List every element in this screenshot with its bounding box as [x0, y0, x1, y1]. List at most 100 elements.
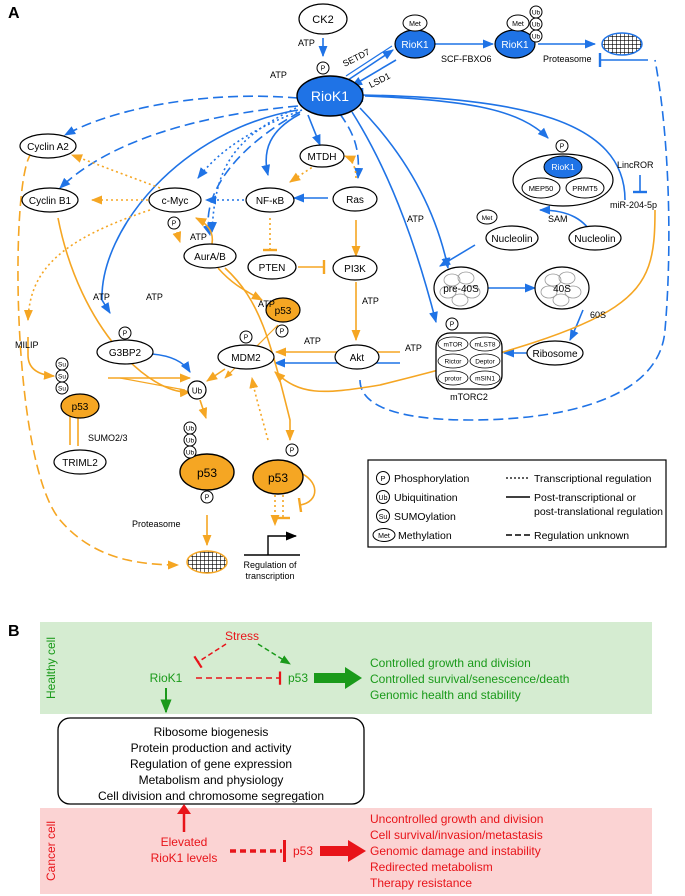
regulation-label-line1: Regulation of	[243, 560, 297, 570]
p-badge: P	[321, 66, 326, 73]
ub-node-center: Ub	[187, 380, 207, 400]
node-mtdh-label: MTDH	[308, 152, 337, 163]
node-nucleolin-met-label: Nucleolin	[491, 234, 532, 245]
sumo-label: SUMO2/3	[88, 433, 128, 443]
legend-item-post-line2: post-translational regulation	[534, 506, 663, 518]
node-pi3k: PI3K	[332, 255, 378, 281]
node-cmyc: c-Myc P	[148, 187, 202, 230]
node-ribosome: Ribosome	[526, 340, 584, 366]
legend-badge-p: P	[380, 474, 385, 483]
node-riok1-ub-label: RioK1	[501, 40, 529, 51]
node-40s: 40S	[534, 266, 590, 310]
node-mtor-label: mTOR	[443, 342, 462, 349]
node-aurab-label: AurA/B	[194, 252, 226, 263]
atp-label-akt: ATP	[304, 336, 321, 346]
node-p53-su: p53 Su Su Su	[55, 357, 100, 419]
node-mtorc2-label: mTORC2	[450, 392, 488, 402]
node-pre40s: pre-40S	[433, 266, 489, 310]
node-p53-ub: p53 P Ub Ub Ub	[179, 421, 235, 504]
edge-cyclinb1-ub	[57, 217, 192, 398]
node-p53-top: p53 P	[265, 297, 301, 338]
node-40s-label: 40S	[553, 284, 571, 295]
edge-stress-riok1	[193, 643, 227, 669]
legend-badge-ub: Ub	[379, 495, 388, 502]
node-mep50-label: MEP50	[529, 184, 554, 193]
regulation-label-line2: transcription	[245, 571, 294, 581]
cancer-outcome-2: Genomic damage and instability	[370, 844, 541, 858]
p-badge: P	[280, 329, 285, 336]
node-riok1-met: RioK1 Met	[394, 14, 436, 59]
processes-box: Ribosome biogenesis Protein production a…	[57, 717, 365, 805]
healthy-cell-panel: Healthy cell Stress RioK1 p53 Controlled…	[40, 622, 652, 714]
edge-setd7	[347, 49, 394, 81]
cancer-outcome-3: Redirected metabolism	[370, 860, 493, 874]
edge-riok1-mtdh	[307, 114, 321, 147]
scf-fbxo6-label: SCF-FBXO6	[441, 54, 492, 64]
node-nfkb: NF-κB	[245, 187, 295, 213]
node-mtorc2: mTOR mLST8 Rictor Deptor protor mSIN1 P …	[435, 317, 503, 402]
node-mtdh: MTDH	[299, 144, 345, 168]
node-triml2: TRIML2	[53, 449, 107, 475]
s60-label: 60S	[590, 310, 606, 320]
legend-item-transcriptional: Transcriptional regulation	[534, 473, 652, 485]
healthy-riok1-label: RioK1	[150, 671, 183, 685]
mir-label: miR-204-5p	[610, 200, 657, 210]
met-badge: Met	[409, 21, 421, 28]
process-2: Regulation of gene expression	[130, 757, 292, 771]
ub-badge: Ub	[532, 22, 541, 29]
edge-cmyc-milip	[23, 209, 151, 322]
panel-b-label: B	[8, 623, 20, 640]
p-badge: P	[205, 495, 210, 502]
cancer-outcome-4: Therapy resistance	[370, 876, 472, 890]
node-p53-su-label: p53	[72, 402, 89, 413]
atp-label-p53: ATP	[258, 299, 275, 309]
node-ras-label: Ras	[346, 195, 364, 206]
node-nucleolin-label: Nucleolin	[574, 234, 615, 245]
atp-label-riok1: ATP	[270, 70, 287, 80]
cancer-outcome-0: Uncontrolled growth and division	[370, 812, 543, 826]
node-g3bp2-label: G3BP2	[109, 348, 142, 359]
elevated-label-line2: RioK1 levels	[151, 851, 218, 865]
orange-dashed-edges	[17, 152, 180, 570]
node-p53-top-label: p53	[275, 306, 292, 317]
elevated-p53-inhibit-bar	[283, 840, 286, 862]
proteasome-bottom-icon	[186, 550, 228, 574]
atp-label-pi3k: ATP	[362, 296, 379, 306]
edge-mtorc2-proteasome	[359, 59, 670, 421]
p-badge: P	[172, 221, 177, 228]
cancer-p53-label: p53	[293, 844, 313, 858]
met-badge: Met	[482, 215, 493, 222]
lsd1-label: LSD1	[367, 71, 392, 90]
edge-riok1-ras	[339, 113, 364, 180]
node-triml2-label: TRIML2	[62, 458, 98, 469]
p-badge: P	[450, 322, 455, 329]
elevated-arrowhead	[177, 804, 191, 814]
process-0: Ribosome biogenesis	[154, 725, 269, 739]
p-badge: P	[123, 331, 128, 338]
node-riok1-complex-label: RioK1	[551, 162, 574, 172]
edge-cmyc-cyclina2	[70, 154, 161, 189]
node-cyclin-b1-label: Cyclin B1	[29, 196, 72, 207]
edge-riok1-g3bp2	[100, 109, 299, 314]
node-nucleolin: Nucleolin	[568, 225, 622, 251]
su-badge: Su	[58, 374, 66, 381]
p-badge: P	[560, 144, 565, 151]
node-riok1-ub: RioK1 Met Ub Ub Ub	[494, 5, 543, 59]
ub-badge: Ub	[186, 450, 195, 457]
edge-nucleolin-pre40s	[439, 244, 476, 267]
legend-item-sumoylation: SUMOylation	[394, 511, 456, 523]
atp-label-mtorc2: ATP	[407, 214, 424, 224]
node-rictor-label: Rictor	[445, 359, 463, 366]
healthy-cell-label: Healthy cell	[44, 637, 58, 699]
blue-dashed-edges	[59, 59, 670, 421]
elevated-label-line1: Elevated	[161, 835, 208, 849]
node-nfkb-label: NF-κB	[256, 196, 285, 207]
healthy-p53-label: p53	[288, 671, 308, 685]
edge-cmyc-aurab	[171, 217, 182, 244]
edge-riok1-mtorc2	[351, 111, 438, 324]
stress-label: Stress	[225, 629, 259, 643]
edge-p53su-inhibit	[119, 377, 186, 391]
legend-item-methylation: Methylation	[398, 530, 452, 542]
node-g3bp2: G3BP2 P	[96, 326, 154, 365]
edge-ub-p53ub	[198, 399, 208, 420]
